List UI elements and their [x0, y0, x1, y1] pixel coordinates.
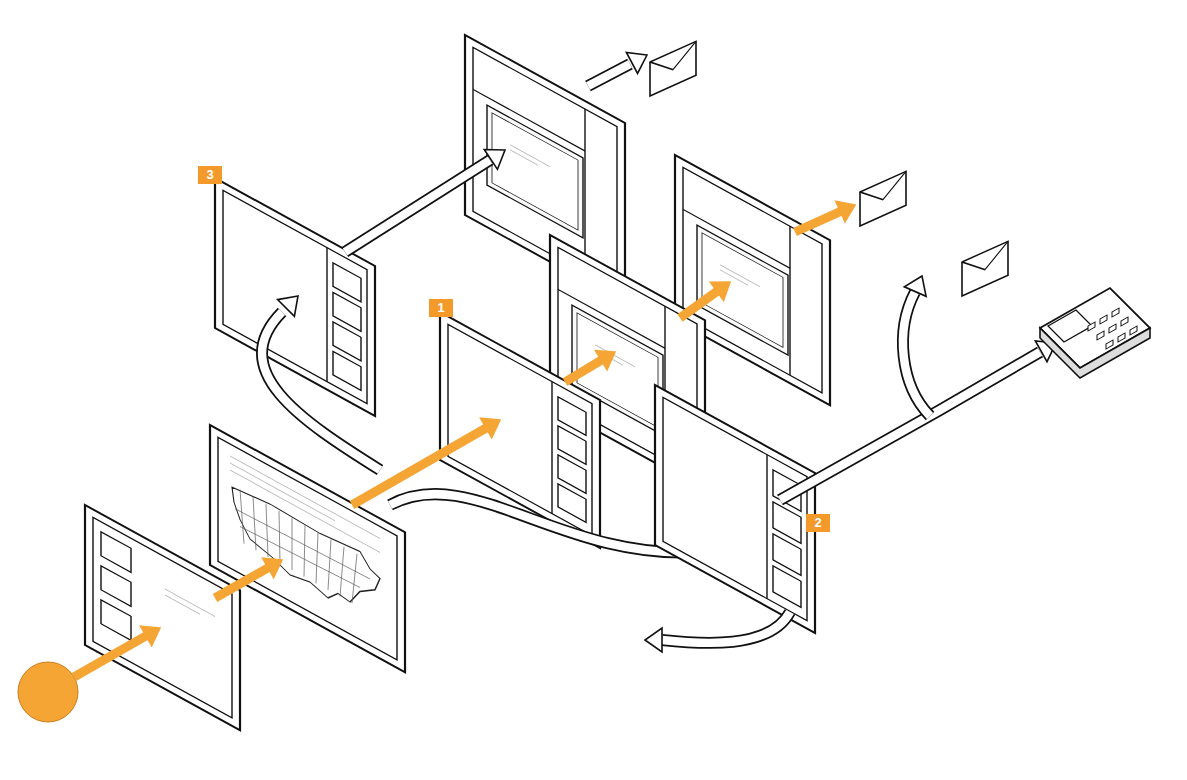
phone-key	[1109, 324, 1116, 333]
arrow-head	[141, 626, 160, 645]
envelope-body	[860, 171, 906, 226]
screen-part	[85, 505, 240, 730]
screen	[85, 505, 240, 730]
state-line	[240, 490, 244, 544]
screen-part	[558, 484, 586, 522]
phone-key	[1088, 322, 1095, 331]
screen-part	[218, 437, 397, 659]
divider	[326, 248, 328, 382]
handset	[1048, 310, 1092, 342]
main-flow-arrow	[215, 566, 272, 598]
arrow-head	[710, 282, 730, 300]
flow-arrow	[262, 312, 380, 470]
screen-part	[223, 190, 367, 403]
envelope-flap	[860, 171, 906, 210]
envelope-icon	[860, 171, 906, 226]
state-line	[352, 551, 357, 606]
flow-arrow	[903, 292, 930, 416]
screen-part	[93, 517, 232, 717]
divider	[766, 455, 768, 599]
main-flow-arrow	[680, 289, 720, 318]
state-line	[292, 518, 293, 570]
screen-part	[487, 105, 583, 238]
text-line	[165, 589, 215, 617]
start-circle	[18, 662, 78, 722]
phone-key	[1100, 315, 1107, 324]
screen-part	[655, 385, 815, 633]
main-flow-arrow	[565, 358, 605, 382]
arrow-head	[596, 351, 615, 370]
screen-part	[773, 566, 801, 607]
callout-number: 3	[198, 166, 222, 184]
flow-arrow	[345, 160, 490, 252]
state-line	[266, 504, 268, 557]
arrow-head	[484, 150, 505, 170]
arrow-head	[626, 52, 647, 73]
callout-number: 1	[429, 299, 453, 317]
flow-arrow	[903, 292, 930, 416]
state-line	[316, 531, 318, 584]
flow-arrow	[262, 312, 380, 470]
divider	[551, 382, 553, 514]
flow-arrow	[390, 494, 698, 552]
state-line	[340, 545, 344, 599]
flow-arrow	[662, 612, 790, 643]
flow-arrow	[588, 64, 630, 86]
screen-part	[333, 351, 361, 390]
phone-key	[1121, 317, 1128, 326]
screen-part	[101, 600, 131, 641]
flow-arrow	[390, 494, 698, 552]
phone-side	[1040, 328, 1150, 378]
phone-top	[1040, 288, 1150, 368]
divider	[584, 109, 586, 273]
state-line	[304, 525, 305, 578]
state-line	[279, 511, 280, 564]
main-flow-arrow	[352, 426, 490, 505]
text-line	[165, 595, 200, 614]
envelope-body	[962, 241, 1008, 296]
text-line	[510, 150, 538, 165]
divider	[789, 226, 791, 375]
screen-part	[697, 225, 788, 355]
phone-key	[1112, 308, 1119, 317]
screen-part	[101, 566, 131, 607]
arrow-head	[263, 558, 282, 577]
screen-part	[492, 113, 578, 230]
envelope-body	[650, 41, 696, 96]
arrow-head	[645, 628, 662, 652]
state-line	[253, 497, 256, 551]
main-flow-arrow	[795, 210, 844, 232]
arrow-head	[278, 296, 298, 316]
envelope-flap	[962, 241, 1008, 280]
callout-number: 2	[806, 514, 830, 532]
state-line	[328, 538, 331, 592]
phone-key	[1106, 340, 1113, 349]
state-line	[235, 505, 370, 598]
screen-part	[215, 178, 375, 416]
phone-key	[1097, 331, 1104, 340]
flow-arrow	[662, 612, 790, 643]
phone-key	[1130, 326, 1137, 335]
screen-part	[663, 397, 807, 620]
arrow-head	[836, 201, 855, 221]
screen-part	[101, 532, 131, 573]
envelope-flap	[650, 41, 696, 80]
arrow-head	[481, 418, 500, 437]
flow-arrow	[588, 64, 630, 86]
envelope-icon	[962, 241, 1008, 296]
phone-icon	[1040, 288, 1150, 378]
main-flow-arrow	[74, 634, 150, 677]
arrow-head	[904, 276, 926, 296]
envelope-icon	[650, 41, 696, 96]
screen	[655, 385, 815, 633]
text-line	[510, 145, 550, 167]
screen	[215, 178, 375, 416]
phone-key	[1118, 333, 1125, 342]
flow-arrow	[345, 160, 490, 252]
